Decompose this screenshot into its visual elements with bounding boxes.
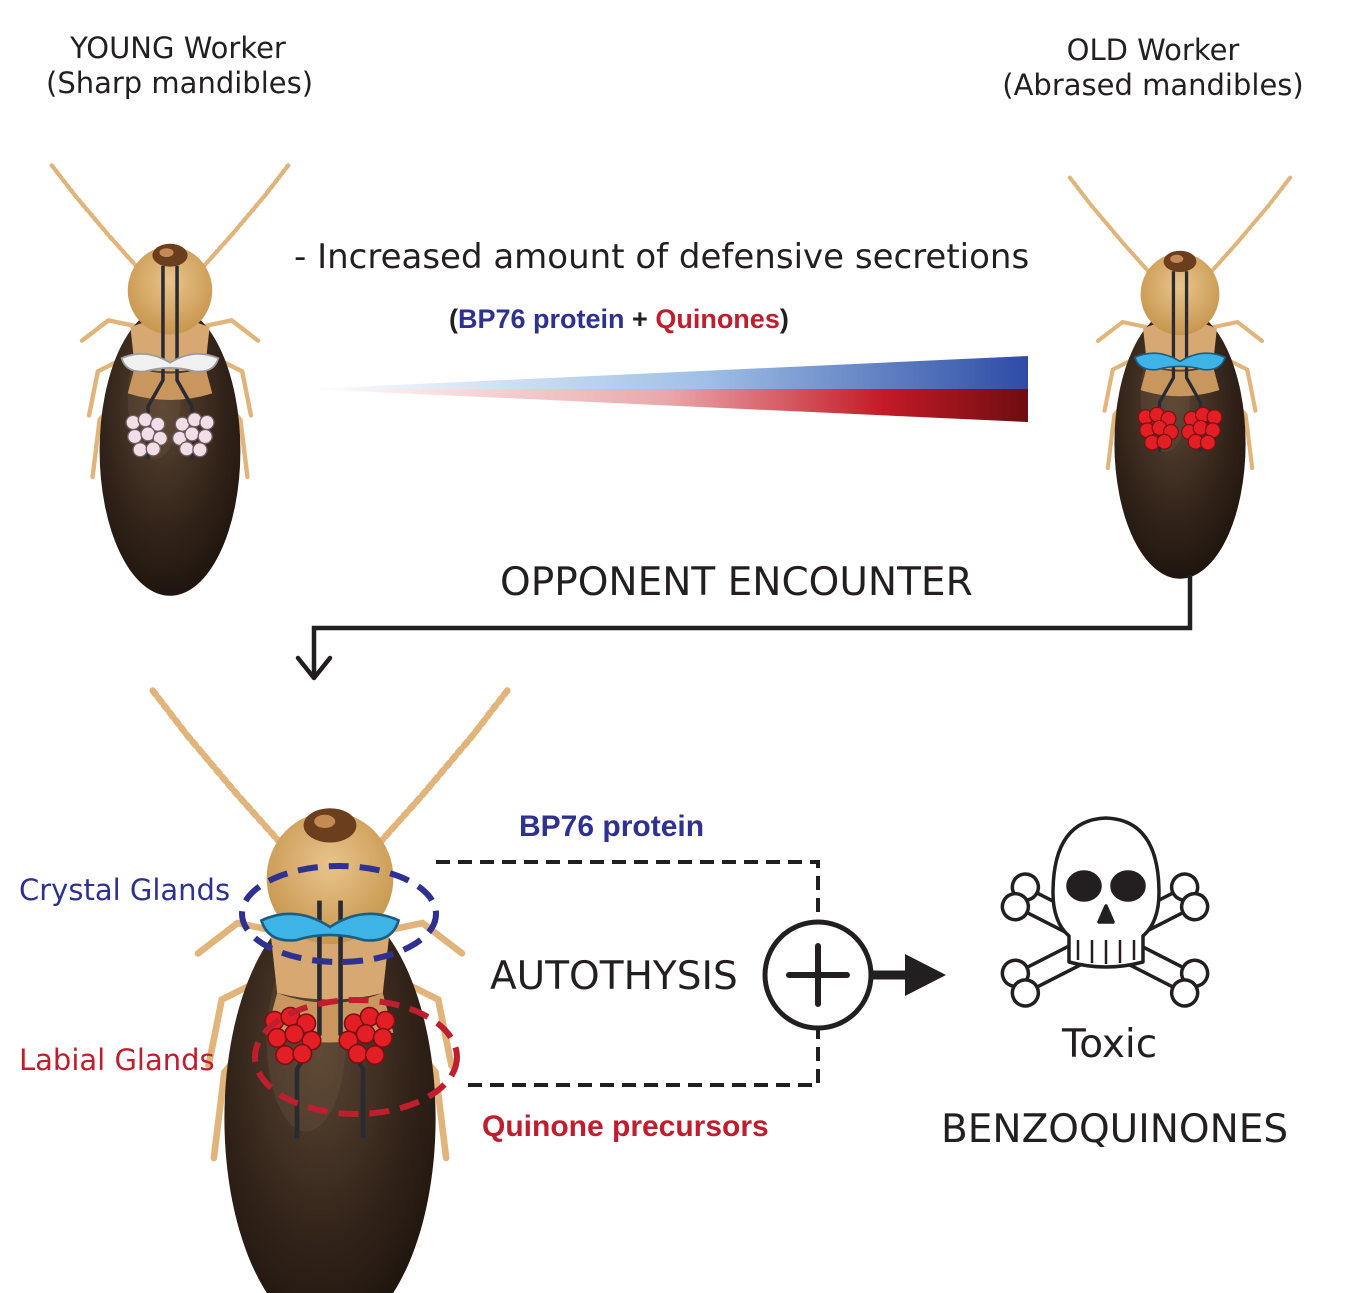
crystal-gland-outline bbox=[239, 863, 439, 965]
quinone-gradient-wedge bbox=[308, 389, 1028, 422]
encounter-arrow-head bbox=[295, 655, 333, 681]
young-worker-illustration bbox=[51, 165, 289, 596]
old-worker-label: OLD Worker (Abrased mandibles) bbox=[1000, 33, 1306, 104]
flow-precursors-label: Quinone precursors bbox=[482, 1110, 769, 1143]
autothysis-worker-illustration bbox=[152, 689, 508, 1293]
protein-flow-line bbox=[436, 860, 820, 922]
plus-sign bbox=[786, 943, 850, 1007]
labial-glands-label: Labial Glands bbox=[19, 1043, 215, 1077]
young-worker-title: YOUNG Worker bbox=[70, 31, 286, 65]
crystal-glands-label: Crystal Glands bbox=[19, 873, 231, 907]
paren-close: ) bbox=[779, 304, 789, 334]
plus-text: + bbox=[624, 304, 656, 334]
toxic-label: Toxic bbox=[1062, 1022, 1158, 1067]
result-arrow-head bbox=[905, 954, 946, 996]
labial-gland-outline bbox=[252, 997, 460, 1117]
old-worker-title: OLD Worker bbox=[1066, 33, 1240, 67]
encounter-arrow bbox=[311, 575, 1193, 676]
opponent-encounter-label: OPPONENT ENCOUNTER bbox=[500, 560, 973, 605]
young-worker-subtitle: (Sharp mandibles) bbox=[46, 66, 314, 101]
skull-crossbones-icon bbox=[1000, 816, 1210, 1008]
paren-open: ( bbox=[449, 304, 458, 334]
old-worker-illustration bbox=[1069, 177, 1290, 579]
protein-gradient-wedge bbox=[308, 356, 1028, 389]
secretion-increase-label: - Increased amount of defensive secretio… bbox=[294, 237, 1030, 277]
benzoquinones-label: BENZOQUINONES bbox=[941, 1107, 1289, 1152]
precursor-flow-line bbox=[468, 1028, 820, 1087]
secretion-quinones-label: Quinones bbox=[655, 304, 780, 334]
young-worker-label: YOUNG Worker (Sharp mandibles) bbox=[46, 31, 314, 102]
flow-protein-label: BP76 protein bbox=[519, 810, 705, 843]
secretion-protein-label: BP76 protein bbox=[458, 304, 625, 334]
autothysis-label: AUTOTHYSIS bbox=[490, 954, 738, 999]
old-worker-subtitle: (Abrased mandibles) bbox=[1002, 68, 1304, 103]
secretion-composition-label: (BP76 protein + Quinones) bbox=[449, 304, 789, 335]
